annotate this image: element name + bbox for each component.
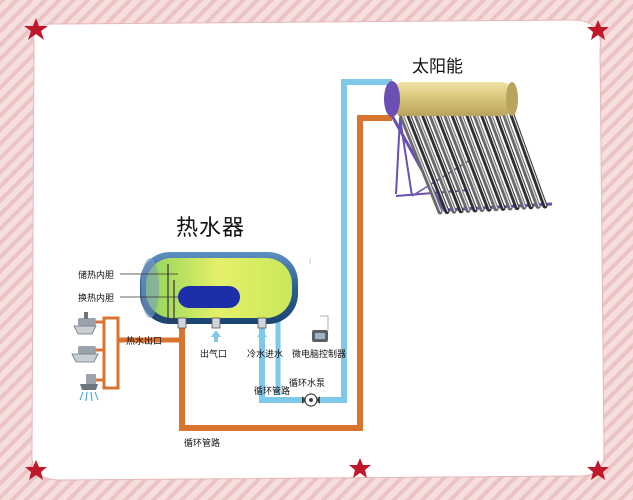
vacuum-tube [456, 109, 499, 212]
cold-inlet-label: 冷水进水 [247, 350, 284, 360]
vacuum-tube [464, 109, 506, 211]
hot-outlet-label: 热水出口 [126, 337, 163, 347]
loop-pipe-label-2: 循环管路 [184, 439, 221, 449]
pump-label: 循环水泵 [289, 379, 326, 389]
faucet-icon [71, 346, 99, 363]
vacuum-tube [441, 109, 485, 213]
shower-icon [79, 374, 99, 402]
vacuum-tube [434, 109, 478, 213]
solar-collector [384, 81, 553, 215]
vacuum-tube-highlight [415, 111, 456, 212]
vacuum-tube-highlight [467, 111, 505, 209]
vacuum-tube-highlight [452, 111, 491, 210]
vacuum-tube-highlight [496, 111, 533, 208]
vacuum-tube-highlight [430, 111, 470, 211]
vacuum-tube-highlight [474, 111, 512, 209]
exchange-tank [178, 286, 240, 308]
vacuum-tube [419, 109, 464, 214]
vacuum-tube [493, 109, 534, 210]
heater-title: 热水器 [176, 216, 246, 241]
faucet-icon [73, 312, 97, 335]
vacuum-tube [427, 109, 471, 213]
solar-title: 太阳能 [412, 57, 463, 77]
exchange-tank-label: 换热内胆 [78, 294, 115, 304]
vacuum-tube-highlight [481, 111, 519, 208]
storage-tank-label: 储热内胆 [78, 271, 115, 281]
vacuum-tube [501, 109, 541, 209]
vacuum-tube [486, 109, 527, 210]
vacuum-tube-highlight [407, 111, 449, 212]
vacuum-tube-highlight [437, 111, 477, 211]
fixture-riser [102, 316, 120, 390]
vacuum-tube-highlight [400, 111, 442, 213]
circulation-pipe [179, 115, 392, 431]
pump-icon [302, 393, 320, 407]
vacuum-tube [397, 109, 443, 215]
arrow-up-icon [211, 330, 267, 342]
vacuum-tube-highlight [444, 111, 484, 210]
loop-pipe-label-1: 循环管路 [254, 387, 291, 397]
vacuum-tube [508, 109, 548, 209]
cold-water-pipe [259, 79, 392, 403]
air-outlet-label: 出气口 [200, 350, 228, 360]
star-icon [24, 18, 609, 480]
white-panel [31, 19, 605, 481]
water-heater-tank [140, 252, 311, 324]
controller-icon [312, 315, 329, 342]
controller-label: 微电脑控制器 [292, 350, 347, 360]
vacuum-tube-highlight [511, 111, 547, 207]
vacuum-tube [449, 109, 492, 212]
vacuum-tube-highlight [459, 111, 498, 210]
vacuum-tube-highlight [504, 111, 540, 207]
vacuum-tube [404, 109, 450, 215]
tank-ports [177, 317, 267, 329]
vacuum-tube-highlight [489, 111, 526, 208]
vacuum-tube [471, 109, 513, 211]
vacuum-tube [412, 109, 457, 214]
vacuum-tube-highlight [422, 111, 463, 212]
vacuum-tube [478, 109, 520, 211]
